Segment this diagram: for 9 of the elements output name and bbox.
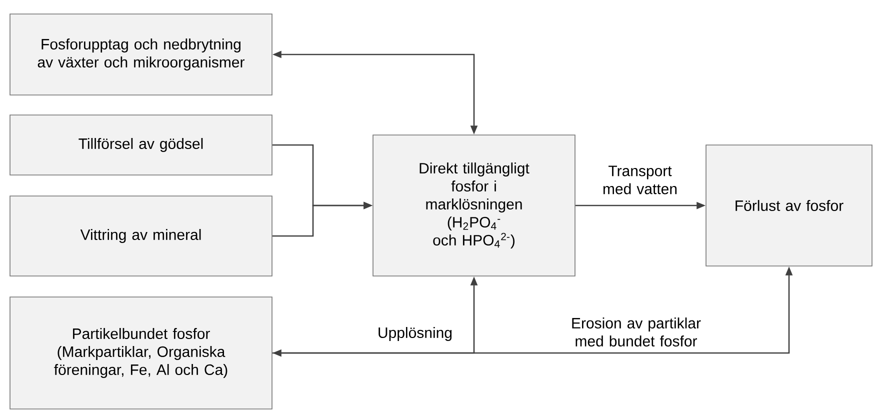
edge-label: Transport med vatten bbox=[603, 166, 677, 194]
process-box: Direkt tillgängligt fosfor i marklösningen (H$_{2}$PO$_{4}$- och HPO$_{4}$$^{2-}$) bbox=[372, 134, 576, 276]
edge-label: Erosion av partiklar med bundet fosfor bbox=[572, 318, 701, 346]
edge-label: Upplösning bbox=[378, 327, 452, 341]
process-box: Vittring av mineral bbox=[10, 196, 272, 276]
process-box: Förlust av fosfor bbox=[706, 144, 872, 266]
process-box: Partikelbundet fosfor (Markpartiklar, Organiska föreningar, Fe, Al och Ca) bbox=[10, 296, 272, 410]
process-box: Tillförsel av gödsel bbox=[10, 114, 272, 176]
process-box: Fosforupptag och nedbrytning av växter och mikroorganismer bbox=[10, 14, 272, 96]
